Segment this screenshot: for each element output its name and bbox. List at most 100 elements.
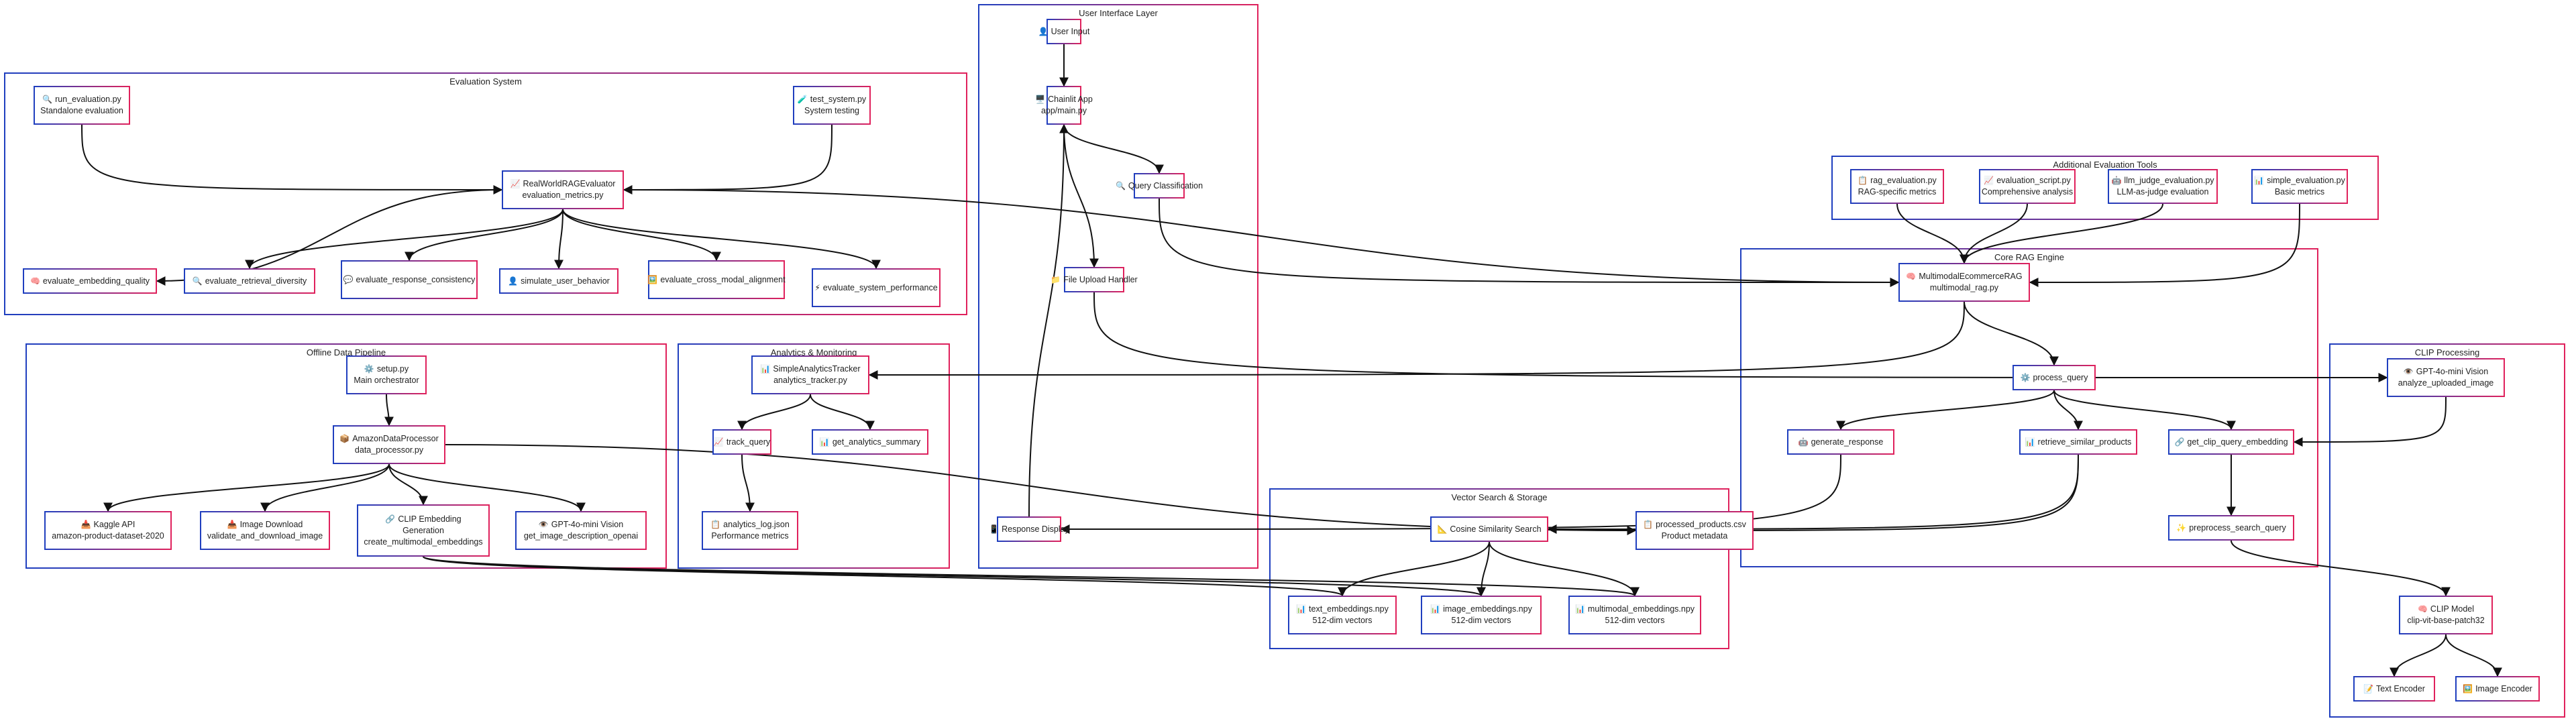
node-label: text_embeddings.npy <box>1309 604 1389 614</box>
node-text-line: Performance metrics <box>711 531 788 542</box>
node-label: processed_products.csv <box>1656 520 1746 529</box>
clipboard-icon: 📋 <box>1858 176 1868 185</box>
node-e-retr[interactable]: 🔍evaluate_retrieval_diversity <box>184 268 315 294</box>
node-user-input[interactable]: 👤User Input <box>1038 19 1089 44</box>
robot-icon: 🤖 <box>2111 176 2122 185</box>
person-icon: 👤 <box>508 276 519 286</box>
node-text-line: 📈RealWorldRAGEvaluator <box>511 178 616 190</box>
node-text-line: 📱Response Display <box>989 524 1069 535</box>
node-label: llm_judge_evaluation.py <box>2124 176 2214 185</box>
node-text-line: 📊simple_evaluation.py <box>2254 175 2345 186</box>
cluster-title: Additional Evaluation Tools <box>2053 160 2157 170</box>
node-text-line: 👤simulate_user_behavior <box>508 276 610 287</box>
node-label: Product metadata <box>1661 531 1728 541</box>
search-icon: 🔍 <box>1115 180 1126 190</box>
node-e-resp[interactable]: 💬evaluate_response_consistency <box>341 260 478 299</box>
lightning-icon: ⚡ <box>814 282 820 292</box>
node-e-embed[interactable]: 🧠evaluate_embedding_quality <box>23 268 157 294</box>
eye-icon: 👁️ <box>2403 367 2414 376</box>
node-label: data_processor.py <box>354 445 424 455</box>
node-label: analytics_log.json <box>723 520 790 529</box>
node-label: clip-vit-base-patch32 <box>2407 616 2485 625</box>
node-get-summary[interactable]: 📊get_analytics_summary <box>812 429 928 455</box>
package-icon: 📦 <box>339 434 350 443</box>
node-adp[interactable]: 📦AmazonDataProcessor data_processor.py <box>333 425 445 464</box>
node-label: CLIP Embedding <box>398 514 462 524</box>
node-retrieve[interactable]: 📊retrieve_similar_products <box>2019 429 2137 455</box>
node-label: amazon-product-dataset-2020 <box>52 531 164 541</box>
node-text-line: 📋rag_evaluation.py <box>1858 175 1937 186</box>
node-label: evaluation_metrics.py <box>522 190 604 200</box>
node-process-query[interactable]: ⚙️process_query <box>2012 365 2096 390</box>
node-text-line: 🔍Query Classification <box>1116 180 1203 192</box>
node-text-line: get_image_description_openai <box>524 531 638 542</box>
node-cosine[interactable]: 📐Cosine Similarity Search <box>1430 516 1548 542</box>
node-label: Chainlit App <box>1048 95 1093 104</box>
node-text-line: app/main.py <box>1041 105 1087 117</box>
node-label: AmazonDataProcessor <box>352 434 439 443</box>
chart-icon: 📊 <box>1430 604 1441 614</box>
node-text-line: 📊multimodal_embeddings.npy <box>1575 604 1695 615</box>
chart-icon: 📊 <box>819 437 830 447</box>
node-text-line: 👤User Input <box>1038 26 1090 38</box>
cluster-clip: CLIP Processing <box>2329 343 2565 718</box>
chart-up-icon: 📈 <box>1984 176 1994 185</box>
node-label: Generation <box>402 525 444 535</box>
node-label: evaluate_retrieval_diversity <box>205 276 307 286</box>
node-query-class[interactable]: 🔍Query Classification <box>1116 173 1203 199</box>
node-label: Comprehensive analysis <box>1981 187 2074 197</box>
node-text-line: 🖼️evaluate_cross_modal_alignment <box>647 274 785 286</box>
node-e-user[interactable]: 👤simulate_user_behavior <box>499 268 619 294</box>
node-gen-resp[interactable]: 🤖generate_response <box>1787 429 1894 455</box>
node-text-enc[interactable]: 📝Text Encoder <box>2353 676 2435 702</box>
node-track-q[interactable]: 📈track_query <box>712 429 771 455</box>
chart-up-icon: 📈 <box>713 437 724 447</box>
node-text-line: 🔍evaluate_retrieval_diversity <box>193 276 307 287</box>
node-file-upload[interactable]: 📁File Upload Handler <box>1051 267 1138 292</box>
node-label: Basic metrics <box>2274 187 2325 197</box>
node-e-sys[interactable]: ⚡evaluate_system_performance <box>812 268 941 307</box>
node-response-display[interactable]: 📱Response Display <box>989 516 1069 542</box>
chart-icon: 📊 <box>1296 604 1307 614</box>
cluster-title: Analytics & Monitoring <box>770 347 857 357</box>
chart-icon: 📊 <box>760 364 771 374</box>
node-label: get_clip_query_embedding <box>2187 437 2288 447</box>
node-text-line: multimodal_rag.py <box>1930 282 1998 294</box>
node-label: GPT-4o-mini Vision <box>551 520 624 529</box>
node-img-enc[interactable]: 🖼️Image Encoder <box>2455 676 2540 702</box>
node-preprocess[interactable]: ✨preprocess_search_query <box>2168 515 2294 541</box>
node-label: 512-dim vectors <box>1312 616 1373 625</box>
node-text-line: 💬evaluate_response_consistency <box>343 274 476 286</box>
node-label: RAG-specific metrics <box>1858 187 1937 197</box>
node-label: evaluate_cross_modal_alignment <box>660 274 786 284</box>
search-icon: 🔍 <box>42 95 53 104</box>
cluster-title: Vector Search & Storage <box>1451 492 1548 502</box>
node-label: SimpleAnalyticsTracker <box>773 364 861 374</box>
node-get-clip-q[interactable]: 🔗get_clip_query_embedding <box>2168 429 2294 455</box>
node-text-line: 📊text_embeddings.npy <box>1296 604 1389 615</box>
node-label: get_analytics_summary <box>832 437 921 447</box>
node-e-cross[interactable]: 🖼️evaluate_cross_modal_alignment <box>647 260 786 299</box>
